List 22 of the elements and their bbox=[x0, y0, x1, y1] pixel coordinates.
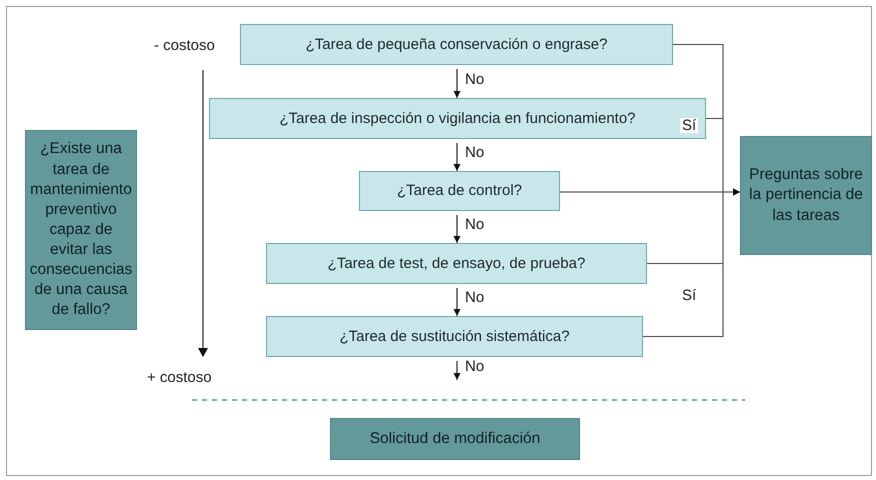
text-label: Sí bbox=[680, 288, 698, 303]
question-box: ¿Tarea de control? bbox=[359, 171, 560, 211]
note-box: ¿Existe una tarea de mantenimiento preventivo capaz de evitar las consecuencias de una causa de fallo? bbox=[25, 130, 137, 330]
arrow bbox=[454, 288, 460, 316]
arrow bbox=[454, 360, 460, 380]
question-box: ¿Tarea de sustitución sistemática? bbox=[266, 316, 643, 357]
arrow bbox=[454, 142, 460, 172]
text-label: Sí bbox=[680, 118, 698, 133]
note-box: Solicitud de modificación bbox=[330, 418, 580, 460]
connector-line bbox=[642, 188, 740, 337]
edge-label: No bbox=[465, 145, 484, 160]
arrow bbox=[454, 214, 460, 244]
question-box: ¿Tarea de pequeña conservación o engrase? bbox=[240, 24, 673, 65]
note-box: Preguntas sobre la pertinencia de las tareas bbox=[740, 136, 872, 255]
edge-label: No bbox=[465, 72, 484, 86]
edge-label: No bbox=[465, 358, 484, 374]
question-box: ¿Tarea de test, de ensayo, de prueba? bbox=[266, 243, 647, 284]
edge-label: No bbox=[465, 217, 484, 232]
arrow bbox=[454, 68, 460, 98]
text-label: + costoso bbox=[145, 370, 214, 385]
text-label: - costoso bbox=[152, 38, 217, 53]
edge-label: No bbox=[465, 290, 484, 305]
